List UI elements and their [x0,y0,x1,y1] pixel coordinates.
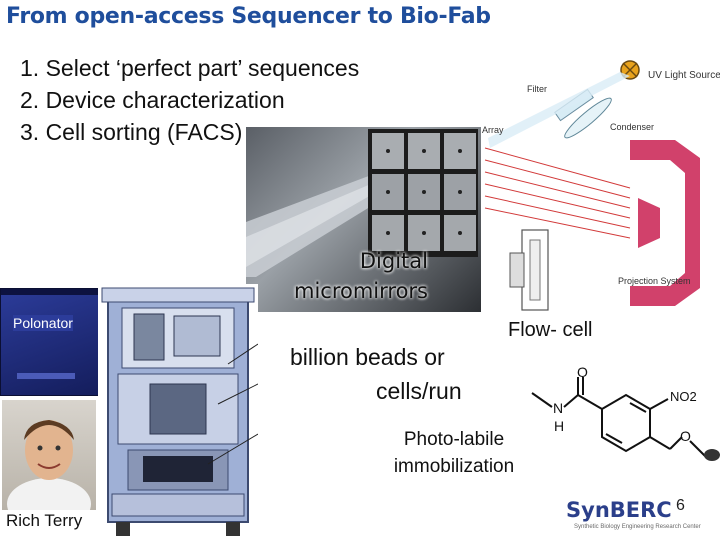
bead-icon [704,449,720,461]
flow-cell-label: Flow- cell [508,319,593,341]
synberc-logo: SynBERC Synthetic Biology Engineering Re… [566,498,718,538]
sequencer-machine-illustration [98,284,258,540]
chemical-structure-diagram: O N H NO2 O [531,365,720,461]
condenser-label: Condenser [610,122,654,132]
synberc-brand: SynBERC [566,498,672,522]
projection-system-label: Projection System [618,276,691,286]
step-item: 1. Select ‘perfect part’ sequences [20,55,360,81]
page-number: 6 [676,497,685,514]
beads-text-line1: billion beads or [290,344,445,370]
projection-mirror-icon [630,140,700,306]
step-item: 2. Device characterization [20,87,285,113]
mirror-grid [368,129,478,257]
photolabile-text: Photo-labile immobilization [374,426,534,480]
chem-o2-label: O [680,428,691,444]
optics-diagram: UV Light Source Filter Array Condenser P… [470,48,720,328]
photolabile-line1: Photo-labile [403,429,505,450]
person-caption: Rich Terry [6,511,83,530]
micromirror-photo [246,127,481,312]
chem-n-label: N [553,400,563,416]
rich-terry-photo [2,400,96,510]
chem-o-label: O [577,365,588,380]
chem-h-label: H [554,418,564,434]
polonator-image: Polonator [0,288,100,396]
filter-label: Filter [527,84,547,94]
chem-no2-label: NO2 [670,389,697,404]
slide-title: From open-access Sequencer to Bio-Fab [6,4,491,29]
micromirror-label: Digital micromirrors [293,249,428,303]
condenser-lens-icon [564,97,612,139]
synberc-tagline: Synthetic Biology Engineering Research C… [574,524,701,530]
photolabile-line2: immobilization [393,456,515,477]
beads-text-line2: cells/run [376,378,462,404]
uv-light-source-label: UV Light Source [648,70,720,81]
steps-list: 1. Select ‘perfect part’ sequences 2. De… [20,52,359,148]
step-item: 3. Cell sorting (FACS) [20,119,243,145]
reflected-rays [484,147,631,239]
array-label: Array [482,125,504,135]
polonator-label: Polonator [13,315,73,331]
micromirror-illustration [246,129,478,277]
